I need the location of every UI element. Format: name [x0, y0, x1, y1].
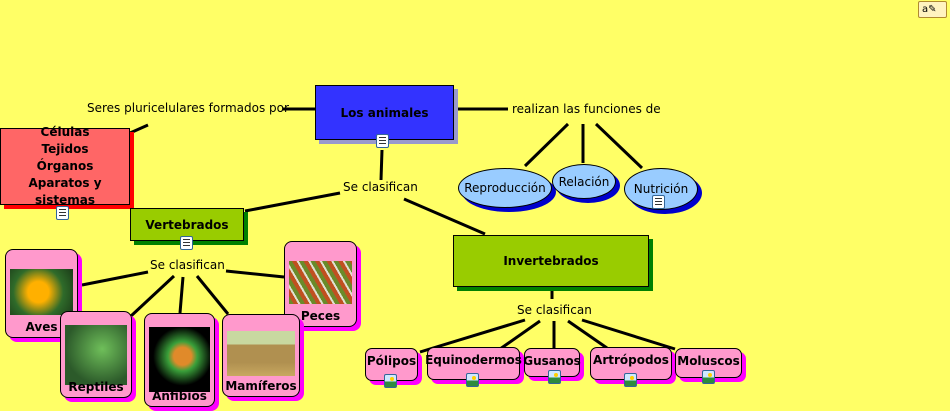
root-concept[interactable]: Los animales	[315, 85, 454, 140]
parrot-photo	[10, 269, 73, 315]
document-icon[interactable]	[652, 195, 665, 209]
link-composed-of: Seres pluricelulares formados por	[87, 101, 289, 115]
image-icon[interactable]	[384, 374, 397, 388]
composition-item: Células	[40, 125, 90, 139]
node-label: Mamíferos	[225, 379, 297, 393]
image-icon[interactable]	[548, 370, 561, 384]
image-icon[interactable]	[466, 373, 479, 387]
edit-note-icon[interactable]: a✎	[918, 1, 947, 18]
node-label: Peces	[300, 309, 341, 323]
document-icon[interactable]	[180, 236, 193, 250]
node-label: Aves	[25, 320, 58, 334]
link-invert-classified: Se clasifican	[517, 303, 592, 317]
clownfish-photo	[289, 261, 352, 304]
iguana-photo	[65, 325, 127, 385]
invertebrates-concept[interactable]: Invertebrados	[453, 235, 649, 287]
image-icon[interactable]	[702, 370, 715, 384]
composition-item: Tejidos	[41, 142, 89, 156]
function-relacion[interactable]: Relación	[552, 164, 616, 199]
composition-item: Aparatos y sistemas	[28, 176, 102, 207]
giraffes-photo	[227, 331, 295, 376]
link-functions: realizan las funciones de	[512, 102, 661, 116]
composition-concept[interactable]: Células Tejidos Órganos Aparatos y siste…	[0, 125, 130, 207]
invertebrate-equinodermos[interactable]: Equinodermos	[425, 347, 522, 380]
frog-photo	[149, 327, 210, 392]
link-classified: Se clasifican	[343, 180, 418, 194]
vertebrates-concept[interactable]: Vertebrados	[130, 208, 244, 241]
node-label: Anfibios	[152, 389, 207, 403]
vertebrate-reptiles[interactable]: Reptiles	[60, 311, 132, 398]
function-reproduccion[interactable]: Reproducción	[458, 168, 552, 208]
vertebrate-mamiferos[interactable]: Mamíferos	[222, 314, 300, 397]
composition-item: Órganos	[36, 159, 94, 173]
link-vert-classified: Se clasifican	[150, 258, 225, 272]
vertebrate-peces[interactable]: Peces	[284, 241, 357, 327]
image-icon[interactable]	[624, 373, 637, 387]
document-icon[interactable]	[376, 134, 389, 148]
node-label: Reptiles	[68, 380, 124, 394]
document-icon[interactable]	[56, 206, 69, 220]
vertebrate-anfibios[interactable]: Anfibios	[144, 313, 215, 407]
